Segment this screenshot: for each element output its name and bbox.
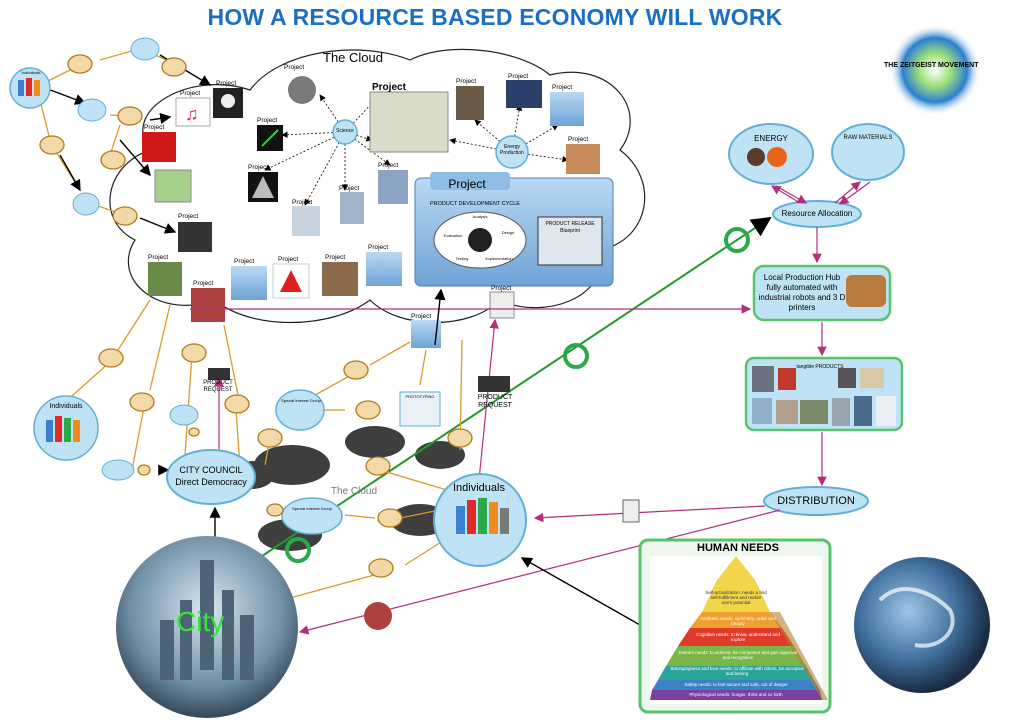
project-label: Project	[257, 117, 278, 124]
project-label: Project	[372, 82, 406, 93]
recycle-icon	[285, 227, 750, 563]
project-label: Project	[552, 84, 573, 91]
release-title: PRODUCT RELEASE	[545, 221, 595, 227]
distribution-node[interactable]	[763, 486, 869, 516]
project-label: Project	[284, 64, 305, 71]
pdc-step-design: Design	[501, 230, 515, 235]
prototyping-box[interactable]	[399, 391, 441, 427]
sig-small-5[interactable]	[101, 459, 135, 481]
city-towers	[160, 560, 254, 680]
project-label: Project	[248, 164, 269, 171]
project-label: Project	[325, 254, 346, 261]
project-label: Project	[234, 258, 255, 265]
big-project-label: Project	[448, 177, 486, 191]
project-label: Project	[178, 213, 199, 220]
page-title: HOW A RESOURCE BASED ECONOMY WILL WORK	[207, 4, 783, 30]
project-label: Project	[144, 124, 165, 131]
raw-materials-label: RAW MATERIALS	[843, 135, 893, 141]
product-thumbnails	[752, 366, 896, 426]
tangible-products-label: tangible PRODUCTS	[796, 364, 844, 370]
project-label: Project	[456, 78, 477, 85]
logo-text: THE ZEITGEIST MOVEMENT	[884, 62, 979, 69]
science-node[interactable]	[332, 119, 358, 145]
release-box	[537, 216, 603, 266]
sig-small-1[interactable]	[130, 37, 160, 61]
project-label: Project	[368, 244, 389, 251]
project-label: Project	[568, 136, 589, 143]
project-label: Project	[148, 254, 169, 261]
city-council-label-2: Direct Democracy	[175, 477, 247, 487]
energy-label: ENERGY	[754, 134, 788, 143]
pdc-step-implementation: Implementation	[485, 256, 513, 261]
sun-icon	[767, 147, 787, 167]
energy-production-node[interactable]	[495, 135, 529, 169]
pdc-step-analysis: Analysis	[472, 214, 488, 219]
shadow-cloud-text: The Cloud	[330, 486, 378, 497]
product-request-label-1: PRODUCT REQUEST	[203, 380, 233, 393]
card-icon	[622, 499, 640, 523]
special-interest-group-1[interactable]	[275, 389, 325, 431]
project-label: Project	[180, 90, 201, 97]
project-label: Project	[216, 80, 237, 87]
zeitgeist-logo-icon	[889, 24, 981, 116]
individuals-main-label: Individuals	[453, 482, 505, 494]
city-label: City	[176, 606, 225, 637]
energy-production-label: Energy Production	[500, 144, 524, 156]
project-label: Project	[491, 285, 512, 292]
people-icons	[18, 78, 509, 534]
vote-badges	[39, 54, 473, 578]
train-image	[364, 602, 392, 630]
sig-label-2: Special Interest Group	[292, 506, 332, 511]
product-request-screen-1	[208, 368, 230, 380]
release-sub: Blueprint	[560, 228, 580, 234]
cloud-title: The Cloud	[323, 50, 383, 65]
project-label: Project	[339, 185, 360, 192]
hub-robot-icon	[846, 275, 886, 307]
city-council-label-1: CITY COUNCIL	[179, 465, 243, 475]
raw-materials-node[interactable]	[831, 123, 905, 181]
resource-allocation-label: Resource Allocation	[781, 209, 853, 218]
science-label: Science	[336, 128, 354, 134]
planet-icon	[747, 148, 765, 166]
distribution-label: DISTRIBUTION	[777, 495, 855, 507]
project-label: Project	[292, 199, 313, 206]
local-hub-label: Local Production Hub fully automated wit…	[758, 273, 846, 312]
human-needs-title: HUMAN NEEDS	[697, 542, 779, 554]
svg-text:♫: ♫	[185, 104, 199, 124]
project-label: Project	[508, 73, 529, 80]
individuals-left-label: Individuals	[49, 403, 83, 410]
individuals-top-label: Individuals	[21, 70, 41, 75]
project-label: Project	[278, 256, 299, 263]
product-request-label-2: PRODUCT REQUEST	[477, 394, 513, 409]
sig-small-4[interactable]	[169, 404, 199, 426]
project-label: Project	[193, 280, 214, 287]
product-request-screen-2	[478, 376, 510, 392]
sig-small-2[interactable]	[77, 98, 107, 122]
pdc-step-testing: Testing	[455, 256, 469, 261]
sig-small-3[interactable]	[72, 192, 100, 216]
pdc-step-evaluation: Evaluation	[443, 233, 463, 238]
project-label: Project	[411, 313, 432, 320]
city-council-node[interactable]	[166, 449, 256, 505]
prototyping-label: PROTOTYPING	[405, 394, 435, 399]
project-label: Project	[378, 162, 399, 169]
sig-label-1: Special Interest Group	[281, 398, 321, 403]
black-arrows	[44, 54, 641, 626]
pdc-title: PRODUCT DEVELOPMENT CYCLE	[430, 201, 520, 207]
special-interest-group-2[interactable]	[281, 497, 343, 535]
earth-image	[854, 557, 990, 693]
